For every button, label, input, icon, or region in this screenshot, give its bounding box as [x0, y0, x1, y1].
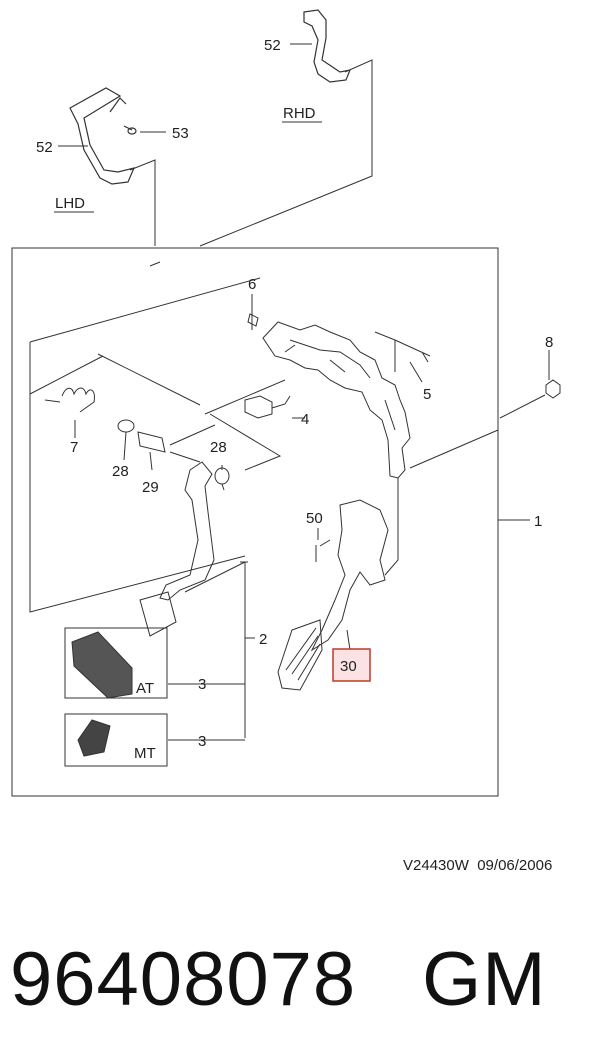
clutch-pedal: [159, 461, 215, 601]
inner-box-outline: [29, 277, 286, 613]
callout-52-left: 52: [36, 139, 53, 156]
reference-date: 09/06/2006: [477, 857, 553, 874]
frame-break: [149, 261, 161, 267]
callout-2: 2: [259, 631, 267, 648]
label-rhd: RHD: [283, 105, 316, 122]
callout-28-right: 28: [210, 439, 227, 456]
reference-block: V24430W 09/06/2006: [403, 857, 552, 874]
rhd-bracket: [303, 9, 351, 83]
main-frame: [11, 247, 499, 797]
mt-pad-box: [64, 713, 168, 767]
callout-1: 1: [534, 513, 542, 530]
reference-code: V24430W: [403, 857, 469, 874]
label-lhd: LHD: [55, 195, 85, 212]
callout-52-top: 52: [264, 37, 281, 54]
callout-3-at: 3: [198, 676, 206, 693]
part-30-highlight: [332, 648, 371, 682]
callout-28-left: 28: [112, 463, 129, 480]
bracket-assembly: [262, 321, 411, 479]
part-number: 96408078: [10, 937, 357, 1022]
callout-4: 4: [301, 411, 309, 428]
callout-29: 29: [142, 479, 159, 496]
callout-30: 30: [340, 658, 357, 675]
brand-name: GM: [422, 937, 547, 1022]
label-at: AT: [136, 680, 154, 697]
at-pad-box: [64, 627, 168, 699]
label-mt: MT: [134, 745, 156, 762]
callout-53: 53: [172, 125, 189, 142]
accelerator-pedal: [310, 499, 389, 652]
callout-50: 50: [306, 510, 323, 527]
part-number-block: 96408078 GM: [10, 936, 547, 1023]
callout-3-mt: 3: [198, 733, 206, 750]
callout-8: 8: [545, 334, 553, 351]
lhd-bracket: [69, 87, 136, 185]
rhd-outline: [199, 59, 373, 247]
callout-5: 5: [423, 386, 431, 403]
callout-6: 6: [248, 276, 256, 293]
lhd-outline: [129, 159, 156, 246]
callout-7: 7: [70, 439, 78, 456]
